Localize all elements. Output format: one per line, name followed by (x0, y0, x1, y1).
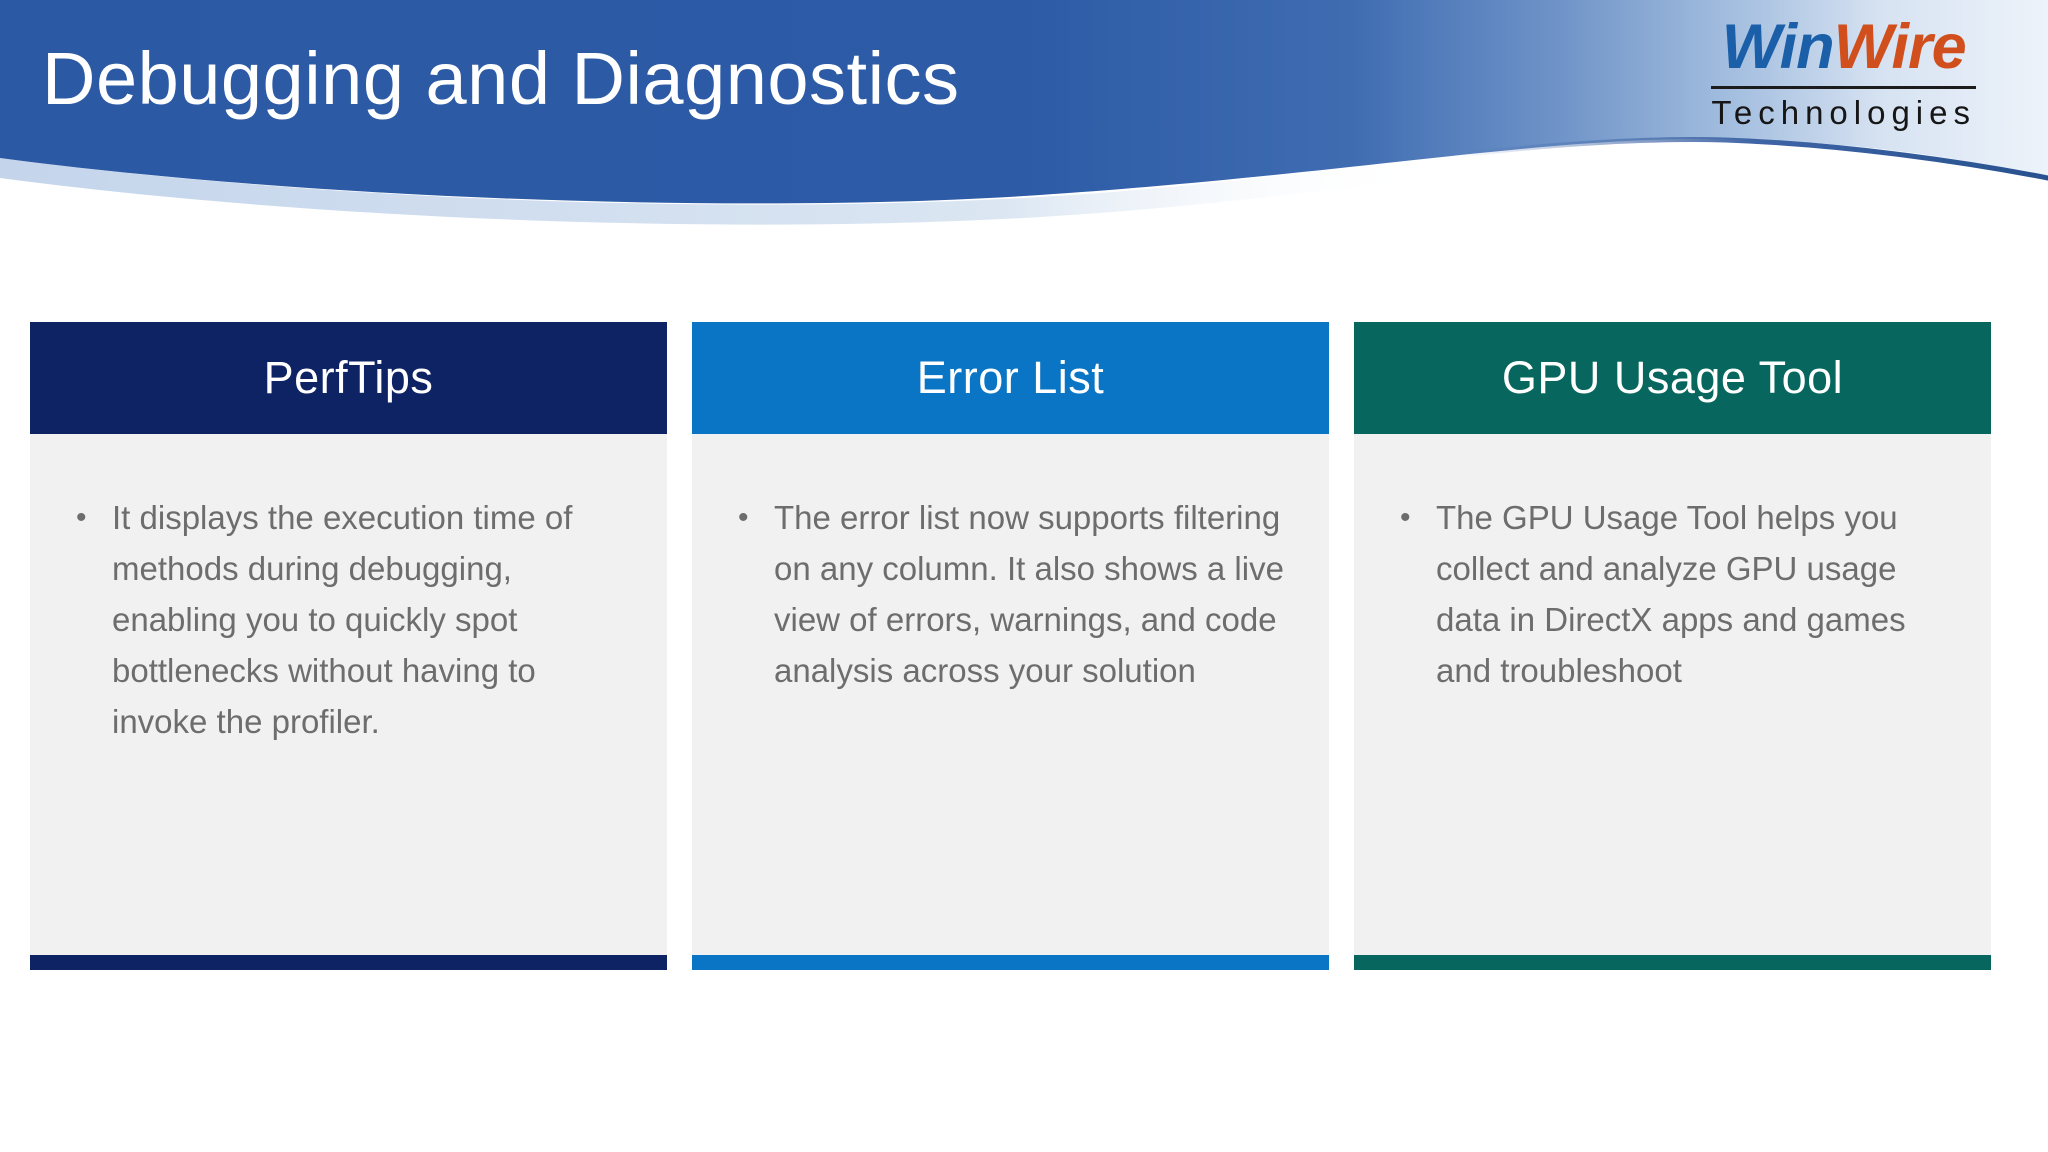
card-error-list-title: Error List (692, 322, 1329, 434)
bullet-item: • The GPU Usage Tool helps you collect a… (1400, 492, 1973, 696)
bullet-item: • It displays the execution time of meth… (76, 492, 649, 747)
header-banner (0, 0, 2048, 225)
banner-shape (0, 0, 2048, 204)
bullet-dot: • (738, 501, 749, 534)
card-gpu-usage-tool-body: • The GPU Usage Tool helps you collect a… (1354, 434, 1991, 955)
card-error-list: Error List • The error list now supports… (692, 322, 1329, 970)
card-perftips: PerfTips • It displays the execution tim… (30, 322, 667, 970)
card-perftips-body: • It displays the execution time of meth… (30, 434, 667, 955)
bullet-dot: • (1400, 501, 1411, 534)
bullet-item: • The error list now supports filtering … (738, 492, 1311, 696)
page-title: Debugging and Diagnostics (42, 37, 960, 120)
cards-row: PerfTips • It displays the execution tim… (30, 322, 1991, 970)
winwire-logo: WinWire Technologies (1711, 16, 1976, 132)
logo-win-text: Win (1721, 12, 1835, 82)
bullet-text: The GPU Usage Tool helps you collect and… (1436, 499, 1906, 689)
banner-edge-stroke (1457, 137, 2048, 181)
card-perftips-footer-bar (30, 955, 667, 970)
logo-subtitle: Technologies (1711, 94, 1976, 131)
logo-wire-text: Wire (1833, 12, 1967, 82)
bullet-text: The error list now supports filtering on… (774, 499, 1284, 689)
banner-shadow-wave (0, 158, 1430, 225)
card-perftips-title: PerfTips (30, 322, 667, 434)
logo-wordmark: WinWire (1711, 16, 1976, 89)
card-gpu-usage-tool-footer-bar (1354, 955, 1991, 970)
card-error-list-body: • The error list now supports filtering … (692, 434, 1329, 955)
card-gpu-usage-tool-title: GPU Usage Tool (1354, 322, 1991, 434)
card-error-list-footer-bar (692, 955, 1329, 970)
bullet-text: It displays the execution time of method… (112, 499, 573, 740)
bullet-dot: • (76, 501, 87, 534)
card-gpu-usage-tool: GPU Usage Tool • The GPU Usage Tool help… (1354, 322, 1991, 970)
